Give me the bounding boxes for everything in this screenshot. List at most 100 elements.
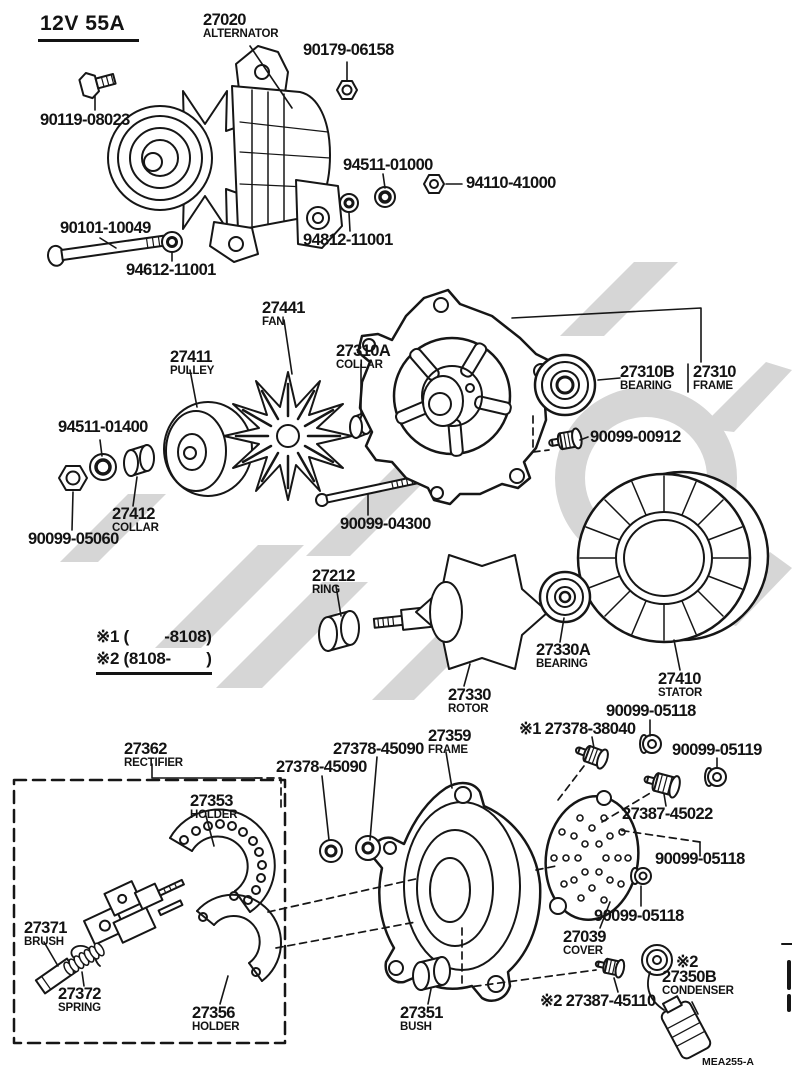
part-name: HOLDER: [192, 1020, 240, 1033]
part-label-90099-04300: 90099-04300: [340, 516, 431, 533]
bolt-90101-10049: [47, 233, 175, 267]
part-number: 27020: [203, 11, 246, 29]
part-number: 90099-00912: [590, 428, 681, 446]
part-number: 27387-45022: [622, 805, 713, 823]
part-label--2-27387-45110: ※2 27387-45110: [540, 993, 656, 1010]
part-number: 27310B: [620, 363, 675, 381]
washer-94511-01000: [374, 186, 396, 208]
dashed-leader-lines: [254, 415, 701, 989]
part-number: 90099-05118: [606, 702, 696, 720]
part-label-90119-08023: 90119-08023: [40, 112, 130, 129]
washer-27378-45090-b: [355, 835, 381, 861]
part-number: 27356: [192, 1004, 235, 1022]
part-number: 90179-06158: [303, 41, 394, 59]
page-edge-marks: [781, 943, 792, 1012]
part-number: 27378-45090: [276, 758, 367, 776]
pulley-27411-drawing: [163, 401, 253, 497]
part-label-90099-05118: 90099-05118: [594, 908, 684, 925]
nut-90099-05118-b: [630, 867, 652, 885]
part-name: COVER: [563, 944, 603, 957]
part-number: 90119-08023: [40, 111, 130, 129]
footnote-1: ※1 ( -8108): [96, 627, 212, 646]
part-number: 90099-04300: [340, 515, 431, 533]
part-label-90099-05119: 90099-05119: [672, 742, 762, 759]
part-number: 27351: [400, 1004, 443, 1022]
rectifier-holder-27353-drawing: [169, 808, 276, 913]
part-name: COLLAR: [336, 358, 383, 371]
part-name: COLLAR: [112, 521, 159, 534]
part-number: 27350B: [662, 968, 717, 986]
part-label-27387-45022: 27387-45022: [622, 806, 713, 823]
part-name: BEARING: [620, 379, 672, 392]
bearing-27330A-drawing: [538, 570, 592, 624]
nut-90099-05119: [704, 767, 727, 787]
part-number: 94110-41000: [466, 174, 556, 192]
nut-90099-05060: [58, 465, 88, 491]
frame-27310-drawing: [356, 288, 554, 506]
part-name: FRAME: [428, 743, 468, 756]
part-number: 27359: [428, 727, 471, 745]
part-label--2: ※2: [676, 954, 698, 971]
part-label-27378-45090: 27378-45090: [333, 741, 424, 758]
part-name: BEARING: [536, 657, 588, 670]
part-name: FRAME: [693, 379, 733, 392]
part-number: 90099-05060: [28, 530, 119, 548]
part-number: 27371: [24, 919, 67, 937]
part-number: 27372: [58, 985, 101, 1003]
holder-27356-drawing: [196, 891, 282, 982]
part-label-94110-41000: 94110-41000: [466, 175, 556, 192]
part-number: 27212: [312, 567, 355, 585]
part-name: PULLEY: [170, 364, 215, 377]
part-number: 94511-01000: [343, 156, 433, 174]
cover-27039-drawing: [544, 790, 640, 921]
part-number: 27310A: [336, 342, 391, 360]
ring-27212-drawing: [318, 610, 360, 652]
washer-94812-11001: [339, 193, 359, 213]
part-number: 27310: [693, 363, 736, 381]
washer-94511-01400: [89, 453, 117, 481]
part-name: SPRING: [58, 1001, 101, 1014]
part-label-90099-05118: 90099-05118: [655, 851, 745, 868]
alternator-assembly-drawing: [107, 45, 343, 263]
footnote-2: ※2 (8108- ): [96, 648, 212, 676]
footnotes: ※1 ( -8108) ※2 (8108- ): [96, 626, 212, 676]
part-number: 90099-05119: [672, 741, 762, 759]
part-number: 90099-05118: [594, 907, 684, 925]
part-number: 27378-45090: [333, 740, 424, 758]
part-label--1-27378-38040: ※1 27378-38040: [519, 721, 636, 738]
part-number: 27411: [170, 348, 213, 366]
part-number: 94511-01400: [58, 418, 148, 436]
part-label-90099-05060: 90099-05060: [28, 531, 119, 548]
bush-27351-drawing: [412, 956, 451, 991]
part-number: 27330A: [536, 641, 591, 659]
spec-title: 12V 55A: [38, 12, 140, 42]
part-number: 27039: [563, 928, 606, 946]
part-number: 94612-11001: [126, 261, 216, 279]
part-label-27378-45090: 27378-45090: [276, 759, 367, 776]
screw-27378-38040: [574, 745, 609, 770]
part-label-90099-00912: 90099-00912: [590, 429, 681, 446]
part-label-90099-05118: 90099-05118: [606, 703, 696, 720]
bearing-27310B-drawing: [533, 353, 597, 417]
spring-27372-drawing: [63, 942, 105, 976]
nut-94110-41000: [423, 174, 445, 194]
part-label-94511-01000: 94511-01000: [343, 157, 433, 174]
part-name: BUSH: [400, 1020, 432, 1033]
part-number: 27362: [124, 740, 167, 758]
part-name: FAN: [262, 315, 285, 328]
screw-27387-45110: [594, 957, 626, 979]
